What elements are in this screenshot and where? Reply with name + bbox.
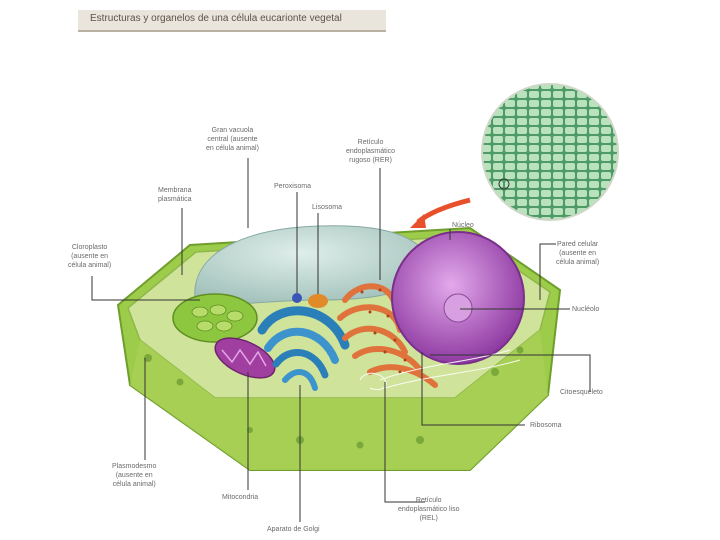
golgi-apparatus	[257, 306, 350, 391]
label-ribosoma: Ribosoma	[530, 422, 562, 429]
label-nucleolo: Nucléolo	[572, 306, 600, 313]
label-citoesqueleto: Citoesqueleto	[560, 389, 603, 396]
label-peroxisoma: Peroxisoma	[274, 183, 311, 190]
chloroplast	[172, 293, 258, 343]
label-lisosoma: Lisosoma	[312, 204, 342, 211]
peroxisome	[292, 293, 302, 303]
label-nucleo: Núcleo	[452, 222, 474, 229]
title-bar	[78, 10, 386, 32]
leader-lines	[91, 158, 591, 522]
label-mitocondria: Mitocondria	[222, 494, 259, 501]
diagram-title: Estructuras y organelos de una célula eu…	[90, 13, 342, 24]
nucleolus	[443, 293, 473, 323]
leaf-tissue-inset	[481, 83, 619, 221]
lysosome	[308, 294, 328, 308]
zoom-arrow	[416, 197, 471, 224]
label-golgi: Aparato de Golgi	[267, 526, 320, 533]
